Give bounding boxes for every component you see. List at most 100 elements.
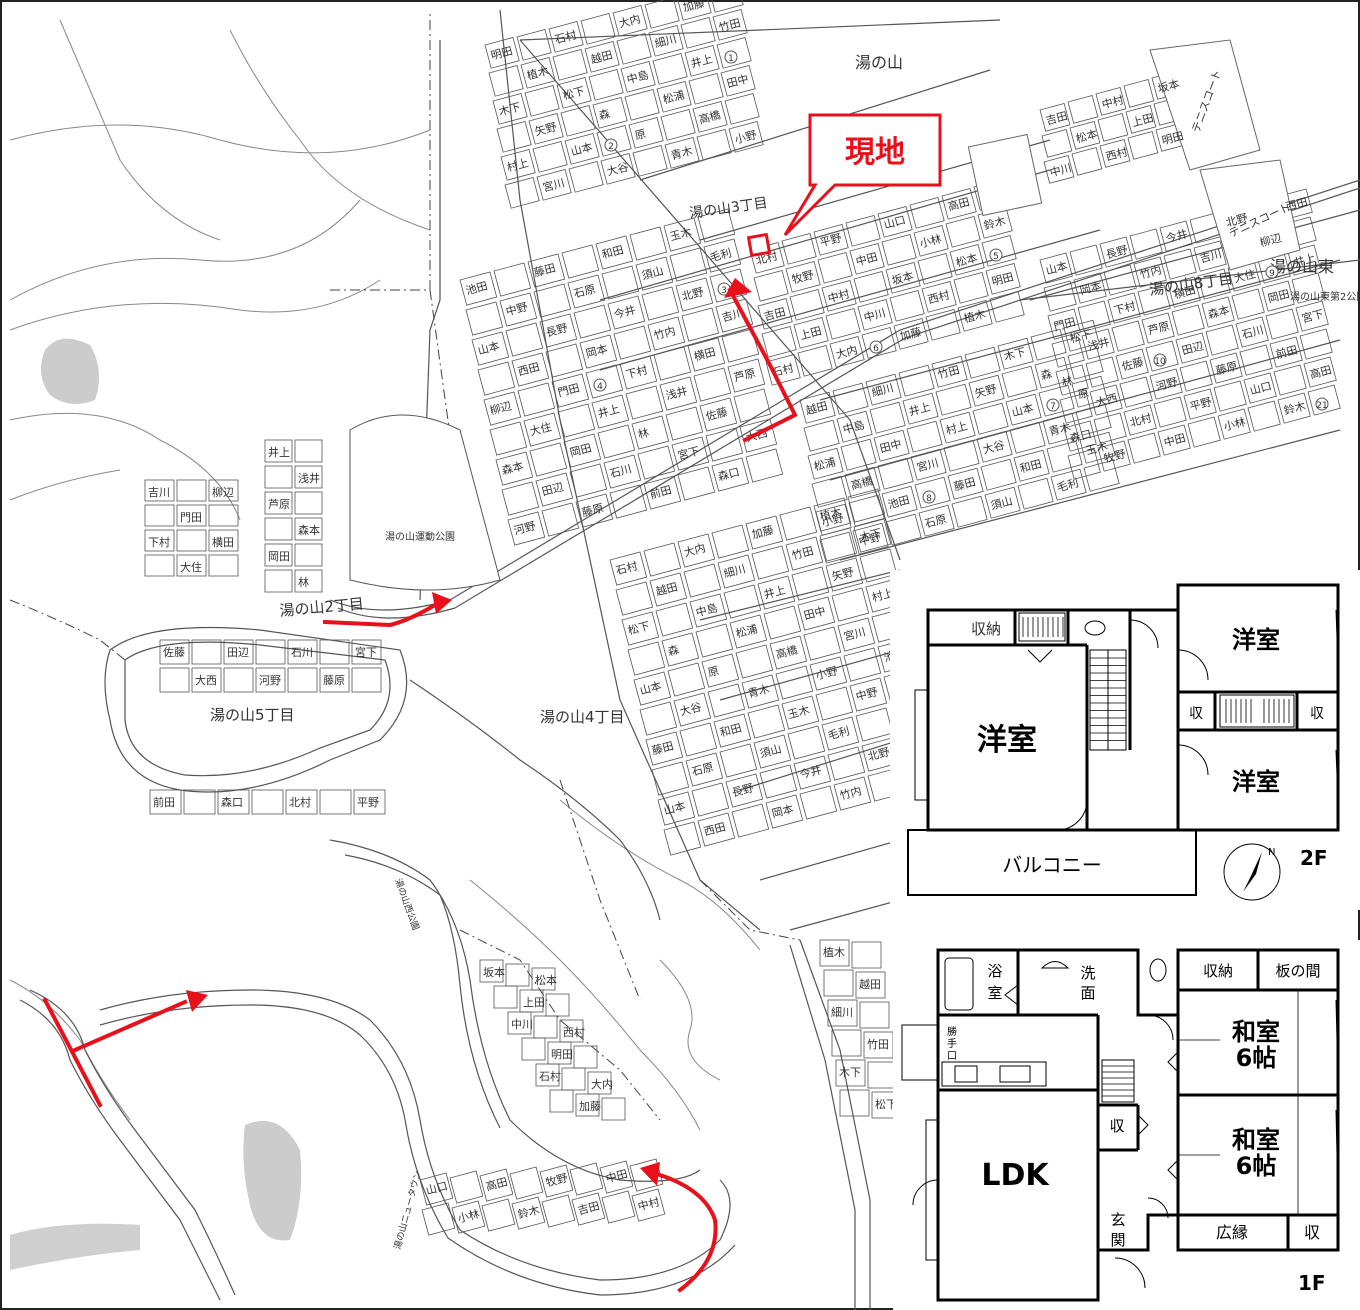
house-parcel (612, 5, 648, 37)
house-parcel (725, 773, 764, 808)
house-parcel (1291, 272, 1325, 304)
house-parcel (797, 345, 833, 377)
house-parcel (264, 491, 293, 515)
house-parcel (569, 463, 608, 498)
house-name-label: 牧野 (1102, 446, 1127, 465)
house-parcel (541, 1194, 576, 1228)
house-name-label: 竹内 (1138, 262, 1163, 281)
house-name-label: 石川 (1240, 323, 1265, 341)
house-parcel (691, 782, 730, 817)
house-name-label: 浅井 (664, 383, 689, 402)
house-name-label: 田辺 (1180, 339, 1205, 357)
house-name-label: 松下 (1068, 326, 1093, 345)
house-parcel (709, 268, 748, 303)
house-parcel (663, 217, 702, 252)
house-name-label: 井上 (1292, 250, 1317, 269)
house-parcel (584, 41, 620, 73)
house-name-label: 北野 (680, 285, 705, 303)
house-parcel (671, 436, 710, 471)
house-parcel (680, 17, 716, 49)
house-parcel (144, 504, 175, 527)
house-parcel (1307, 384, 1341, 416)
house-parcel (857, 299, 893, 331)
house-parcel (603, 454, 642, 489)
house-name-label: 上田 (1130, 111, 1155, 129)
house-name-label: 山本 (569, 139, 594, 158)
house-name-label: 田中 (802, 604, 827, 622)
house-name-label: 北野 (866, 745, 891, 763)
house-name-label: 中田 (1162, 431, 1187, 449)
house-parcel (765, 354, 801, 386)
house-name-label: 越田 (859, 977, 881, 991)
house-parcel (536, 169, 572, 201)
house-parcel (663, 821, 702, 856)
house-name-label: 森口 (716, 464, 741, 483)
house-parcel (1123, 79, 1155, 108)
room-1f-storage: 収納 (1203, 962, 1233, 980)
house-name-label: 中川 (511, 1018, 533, 1031)
house-name-label: 越田 (804, 398, 829, 417)
house-parcel (580, 13, 616, 45)
house-name-label: 上田 (523, 996, 545, 1009)
house-parcel (781, 695, 820, 730)
house-parcel (785, 536, 824, 571)
house-parcel (613, 325, 652, 360)
house-parcel (827, 999, 858, 1027)
route-segment-middle (322, 602, 438, 628)
house-parcel (981, 235, 1017, 267)
house-name-label: 長野 (1104, 243, 1129, 261)
house-name-label: 柳辺 (488, 398, 513, 417)
house-parcel (719, 743, 758, 778)
house-parcel (607, 295, 646, 330)
house-parcel (449, 1170, 484, 1204)
pond-area-2 (243, 1120, 302, 1241)
house-parcel (869, 401, 906, 434)
house-parcel (1299, 328, 1333, 360)
house-parcel (1269, 336, 1303, 368)
house-parcel (624, 89, 660, 121)
house-parcel (507, 511, 546, 546)
house-parcel (264, 465, 293, 489)
house-parcel (751, 545, 790, 580)
house-parcel (761, 326, 797, 358)
house-parcel (953, 272, 989, 304)
house-parcel (902, 392, 939, 425)
house-parcel (787, 725, 826, 760)
house-parcel (1247, 400, 1281, 432)
house-parcel (541, 502, 580, 537)
newtown-sign-label: 湯の山ニュータウン (392, 1170, 424, 1251)
house-parcel (217, 789, 250, 815)
room-1f-veranda: 広縁 (1216, 1223, 1248, 1242)
house-parcel (573, 1045, 598, 1069)
house-name-label: 森本 (298, 523, 320, 537)
house-parcel (881, 485, 918, 518)
house-parcel (1067, 448, 1101, 480)
house-parcel (665, 406, 704, 441)
house-name-label: 木下 (858, 526, 883, 544)
house-parcel (728, 121, 764, 153)
house-parcel (1039, 252, 1073, 284)
house-parcel (775, 665, 814, 700)
house-name-label: 小野 (820, 511, 845, 529)
house-parcel (1295, 300, 1329, 332)
house-parcel (648, 25, 684, 57)
house-parcel (747, 704, 786, 739)
house-parcel (652, 53, 688, 85)
level-label-1f: 1F (1298, 1271, 1326, 1295)
house-name-label: 小野 (733, 128, 758, 146)
house-parcel (1005, 393, 1042, 426)
house-parcel (1099, 236, 1133, 268)
house-parcel (504, 177, 540, 209)
house-name-label: 吉田 (576, 1199, 601, 1217)
house-name-label: 小林 (456, 1206, 481, 1225)
house-parcel (731, 803, 770, 838)
house-parcel (877, 206, 913, 238)
house-name-label: 松本 (1074, 126, 1099, 145)
house-parcel (813, 497, 852, 532)
house-name-label: 細川 (870, 381, 895, 399)
house-parcel (628, 117, 664, 149)
house-parcel (745, 448, 784, 483)
house-parcel (821, 280, 857, 312)
house-parcel (1081, 328, 1115, 360)
house-parcel (1261, 280, 1295, 312)
